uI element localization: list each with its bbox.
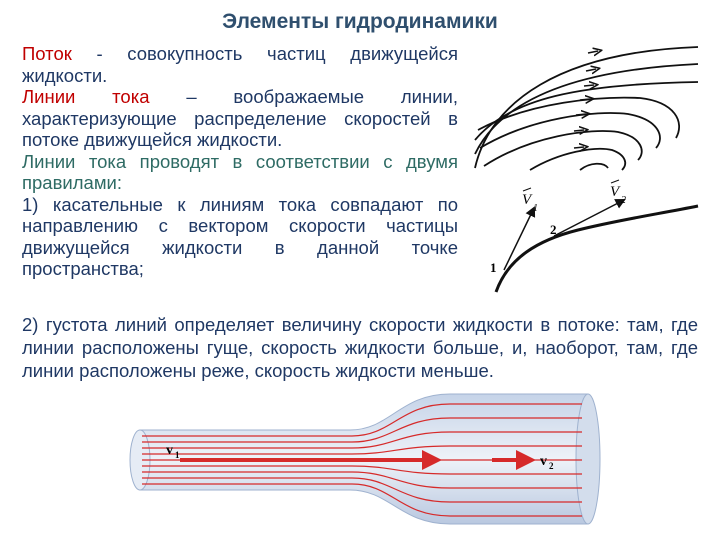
arrow-icon: [583, 85, 594, 86]
streamline: [529, 147, 627, 171]
v1-symbol: v: [166, 443, 173, 458]
velocity-vector-2: [553, 199, 626, 237]
v2-index: 2: [621, 195, 626, 206]
v2-symbol: V: [610, 184, 621, 200]
flow-definition: Поток - совокупность частиц движущейся ж…: [22, 43, 458, 86]
flow-definition-text: - совокупность частиц движущейся жидкост…: [22, 43, 458, 86]
arrow-icon: [579, 99, 590, 100]
tangent-vectors-figure: V 1 V 2 1 2: [490, 179, 699, 293]
arrow-icon: [585, 69, 596, 71]
streamline: [142, 417, 582, 443]
streamline: [477, 96, 681, 139]
arrow-icon: [573, 130, 584, 131]
v1-vector-bar: [522, 187, 532, 192]
streamline: [474, 46, 699, 169]
streamline: [142, 445, 582, 455]
arrow-icon: [573, 147, 584, 148]
arrow-icon: [575, 114, 586, 115]
streamline: [479, 112, 661, 149]
streamline: [483, 130, 643, 167]
arrow-icon: [587, 51, 598, 53]
v2-symbol: v: [540, 454, 547, 469]
streamline: [579, 162, 609, 171]
point-2-label: 2: [550, 222, 557, 237]
streamline-curve: [494, 204, 699, 293]
streamline: [142, 483, 582, 517]
definitions-block: Поток - совокупность частиц движущейся ж…: [22, 43, 458, 280]
streamline: [142, 431, 582, 449]
rule-1: 1) касательные к линиям тока совпадают п…: [22, 193, 458, 280]
streamline: [142, 477, 582, 503]
v1-index: 1: [175, 450, 180, 460]
velocity-vector-1: [503, 206, 536, 271]
pipe-outlet: [575, 393, 601, 525]
streamline-definition: Линии тока – воображаемые линии, характе…: [22, 86, 458, 151]
rules-intro: Линии тока проводят в соответствии с дву…: [22, 150, 458, 194]
flow-term: Поток: [22, 43, 72, 64]
streamline: [142, 471, 582, 489]
point-1-label: 1: [490, 260, 497, 275]
streamline: [142, 465, 582, 475]
rule-2: 2) густота линий определяет величину ско…: [22, 314, 698, 381]
v1-symbol: V: [522, 192, 533, 208]
streamline: [142, 403, 582, 437]
page-title: Элементы гидродинамики: [222, 10, 498, 33]
pipe-flow-figure: v 1 v 2: [129, 393, 601, 525]
v1-index: 1: [533, 203, 538, 214]
v2-vector-bar: [610, 179, 620, 184]
streamline: [474, 63, 699, 155]
streamlines-figure: [474, 46, 699, 171]
streamline: [474, 81, 699, 141]
v2-index: 2: [549, 461, 554, 471]
streamline-term: Линии тока: [22, 86, 150, 107]
streamline-definition-text: – воображаемые линии, характеризующие ра…: [22, 86, 458, 150]
